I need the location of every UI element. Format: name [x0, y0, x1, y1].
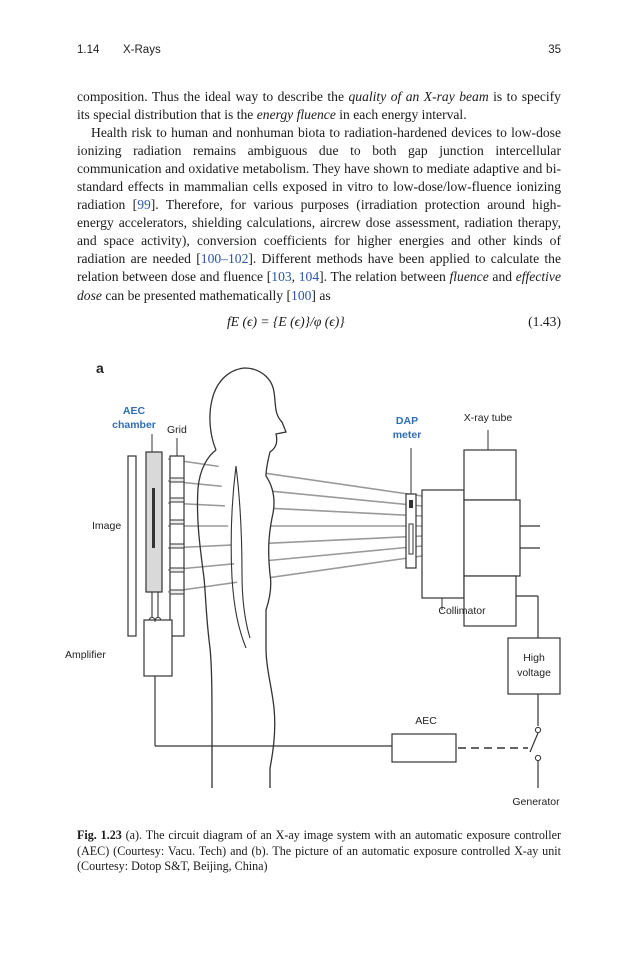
text-run: composition. Thus the ideal way to descr… — [77, 89, 349, 104]
circuit-diagram: a — [65, 360, 561, 808]
panel-label: a — [96, 360, 104, 376]
label-amplifier: Amplifier — [65, 649, 106, 661]
xray-tube-top — [463, 449, 517, 501]
text-run: , — [291, 269, 299, 285]
text-run: and — [488, 269, 516, 285]
text-run: ]. The relation between — [319, 269, 450, 285]
paragraph-2: Health risk to human and nonhuman biota … — [77, 124, 561, 304]
text-run: ]. Therefore, for various purposes (irra… — [77, 197, 561, 267]
label-generator: Generator — [512, 796, 560, 808]
citation-link[interactable]: 103 — [271, 269, 292, 285]
generator-switch — [529, 732, 539, 753]
label-dap-meter-1: DAP — [396, 415, 418, 427]
caption-label: Fig. 1.23 — [77, 828, 122, 842]
label-high-voltage-1: High — [523, 652, 545, 664]
emphasis-text: effective dose — [77, 269, 561, 303]
running-head: 1.14 X-Rays 35 — [77, 44, 561, 60]
aec-controller-box — [391, 733, 457, 763]
emphasis-text: fluence — [449, 269, 489, 285]
patient-back-outline — [196, 449, 217, 788]
page-number: 35 — [548, 44, 561, 56]
equation-expression: fE (ϵ) = {E (ϵ)}/φ (ϵ)} — [227, 314, 345, 329]
paragraph-1: composition. Thus the ideal way to descr… — [77, 88, 561, 124]
label-aec-chamber-1: AEC — [123, 405, 146, 417]
figure-xray-circuit: a — [60, 348, 580, 818]
label-high-voltage-2: voltage — [517, 667, 551, 679]
figure-caption: Fig. 1.23 (a). The circuit diagram of an… — [77, 828, 561, 875]
label-dap-meter-2: meter — [393, 429, 422, 441]
body-text: composition. Thus the ideal way to descr… — [77, 88, 561, 305]
xray-tube-bottom — [463, 575, 517, 627]
citation-link[interactable]: 104 — [298, 269, 320, 285]
label-grid: Grid — [167, 424, 187, 436]
text-run: is to specify its special distribution t… — [77, 89, 561, 123]
citation-link[interactable]: 99 — [137, 197, 151, 213]
citation-link[interactable]: 100–102 — [200, 251, 249, 267]
emphasis-text: energy fluence — [256, 107, 336, 123]
patient-arm-outline — [230, 465, 251, 649]
text-run: Health risk to human and nonhuman biota … — [77, 125, 561, 213]
label-image: Image — [92, 520, 121, 532]
text-run: ] as — [311, 287, 331, 303]
text-run: ]. Different methods have been applied t… — [77, 251, 561, 285]
emphasis-text: quality of an X-ray beam — [348, 89, 489, 104]
section-number: 1.14 — [77, 44, 100, 56]
label-aec-chamber-2: chamber — [112, 419, 156, 431]
amplifier-box — [143, 619, 173, 677]
label-xray-tube: X-ray tube — [464, 412, 513, 424]
label-collimator: Collimator — [438, 605, 486, 617]
patient-silhouette — [209, 367, 287, 788]
image-plate — [127, 455, 137, 637]
aec-sensor — [152, 488, 155, 548]
equation-number: (1.43) — [528, 314, 561, 329]
citation-link[interactable]: 100 — [291, 287, 312, 303]
caption-text: (a). The circuit diagram of an X-ay imag… — [77, 828, 561, 873]
xray-tube-body — [463, 499, 521, 577]
label-aec: AEC — [415, 715, 437, 727]
collimator-box — [421, 489, 465, 599]
section-title: X-Rays — [123, 44, 161, 56]
text-run: in each energy interval. — [335, 107, 467, 123]
equation: fE (ϵ) = {E (ϵ)}/φ (ϵ)} (1.43) — [77, 314, 561, 334]
xray-beam-lines — [167, 458, 423, 593]
high-voltage-box — [507, 637, 561, 695]
text-run: can be presented mathematically [ — [101, 287, 292, 303]
